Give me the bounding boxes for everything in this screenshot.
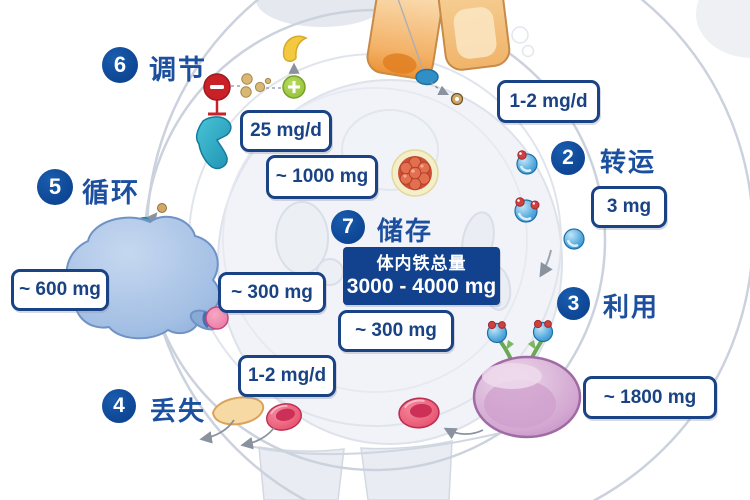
step-badge-loss: 4 (102, 389, 136, 423)
step-label-regulation: 调节 (149, 55, 207, 85)
absorption-arrow (430, 81, 450, 96)
step-label-loss: 丢失 (150, 396, 207, 426)
value-box-circulation-pool: ~ 600 mg (11, 269, 109, 311)
loss-arrow (240, 427, 275, 450)
value-box-utilization-pool: ~ 1800 mg (583, 376, 717, 419)
erythroblast-icon (472, 319, 582, 439)
stimulation-icon (282, 75, 306, 99)
step-number: 2 (562, 146, 574, 169)
step-label-utilization: 利用 (603, 292, 660, 322)
yellow-crescent-icon (282, 35, 308, 62)
hepcidin-icon (195, 116, 232, 170)
inhibition-icon (203, 73, 231, 116)
step-number: 3 (567, 291, 580, 315)
step-badge-storage: 7 (331, 210, 365, 244)
step-number: 4 (113, 394, 125, 417)
value-box-transport-pool: 3 mg (591, 186, 667, 228)
total-iron-value: 3000 - 4000 mg (346, 275, 497, 298)
step-number: 7 (342, 215, 354, 238)
iron-particle-icon (157, 203, 167, 213)
total-iron-title: 体内铁总量 (376, 254, 467, 273)
total-iron-box: 体内铁总量 3000 - 4000 mg (343, 247, 500, 305)
transferrin-icon (516, 150, 538, 175)
red-blood-cell-icon (266, 403, 302, 431)
iron-dots-icon (240, 73, 272, 98)
epithelial-cell-icon (211, 396, 265, 426)
ferroportin-icon (415, 68, 439, 86)
engulfed-rbc-icon (205, 306, 229, 330)
step-label-transport: 转运 (600, 147, 657, 177)
value-box-liver-storage: ~ 1000 mg (266, 155, 378, 199)
regulation-icons (195, 35, 308, 170)
step-badge-transport: 2 (551, 141, 585, 175)
transferrin-icon (514, 197, 540, 223)
ring-direction-arrow (539, 249, 553, 278)
step-badge-circulation: 5 (37, 169, 73, 205)
maturation-arrow (443, 427, 484, 440)
loss-arrow (199, 419, 235, 444)
ferritin-icon (391, 149, 439, 197)
value-box-recycle-pool: ~ 300 mg (218, 272, 326, 313)
transferrin-icon (563, 228, 585, 250)
value-box-absorption-rate: 1-2 mg/d (497, 80, 600, 123)
step-number: 5 (48, 174, 62, 199)
step-badge-utilization: 3 (557, 287, 590, 320)
step-badge-regulation: 6 (102, 47, 138, 83)
value-box-storage-other: ~ 300 mg (338, 310, 454, 352)
step-label-storage: 储存 (377, 216, 434, 246)
red-blood-cell-icon (398, 397, 440, 429)
step-number: 6 (113, 52, 127, 77)
intestinal-villi-icon (366, 0, 535, 106)
value-box-regulation-rate: 25 mg/d (240, 110, 332, 152)
value-box-loss-rate: 1-2 mg/d (238, 355, 336, 397)
step-label-circulation: 循环 (82, 178, 140, 208)
